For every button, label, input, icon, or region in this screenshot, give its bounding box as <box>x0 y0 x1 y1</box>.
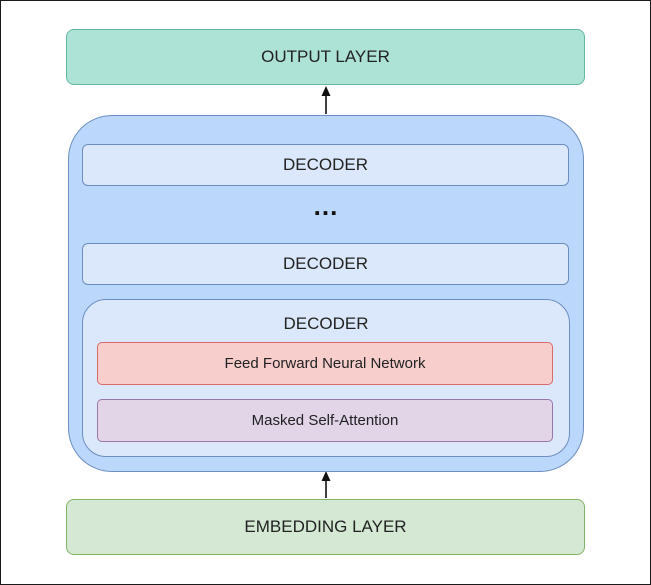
decoder-label: DECODER <box>282 254 368 273</box>
arrow-from-embedding <box>321 471 331 498</box>
feed-forward-label: Feed Forward Neural Network <box>224 355 426 372</box>
feed-forward-block: Feed Forward Neural Network <box>97 342 553 385</box>
arrow-to-output <box>321 86 331 114</box>
embedding-layer-box: EMBEDDING LAYER <box>66 499 585 555</box>
decoder-label: DECODER <box>283 314 369 333</box>
decoder-block-top: DECODER <box>82 144 569 186</box>
output-layer-label: OUTPUT LAYER <box>261 47 390 66</box>
ellipsis: ... <box>313 191 339 221</box>
decoder-label: DECODER <box>282 155 368 174</box>
output-layer-box: OUTPUT LAYER <box>66 29 585 85</box>
embedding-layer-label: EMBEDDING LAYER <box>244 517 407 536</box>
masked-self-attention-label: Masked Self-Attention <box>251 412 399 429</box>
masked-self-attention-block: Masked Self-Attention <box>97 399 553 442</box>
decoder-block-middle: DECODER <box>82 243 569 285</box>
